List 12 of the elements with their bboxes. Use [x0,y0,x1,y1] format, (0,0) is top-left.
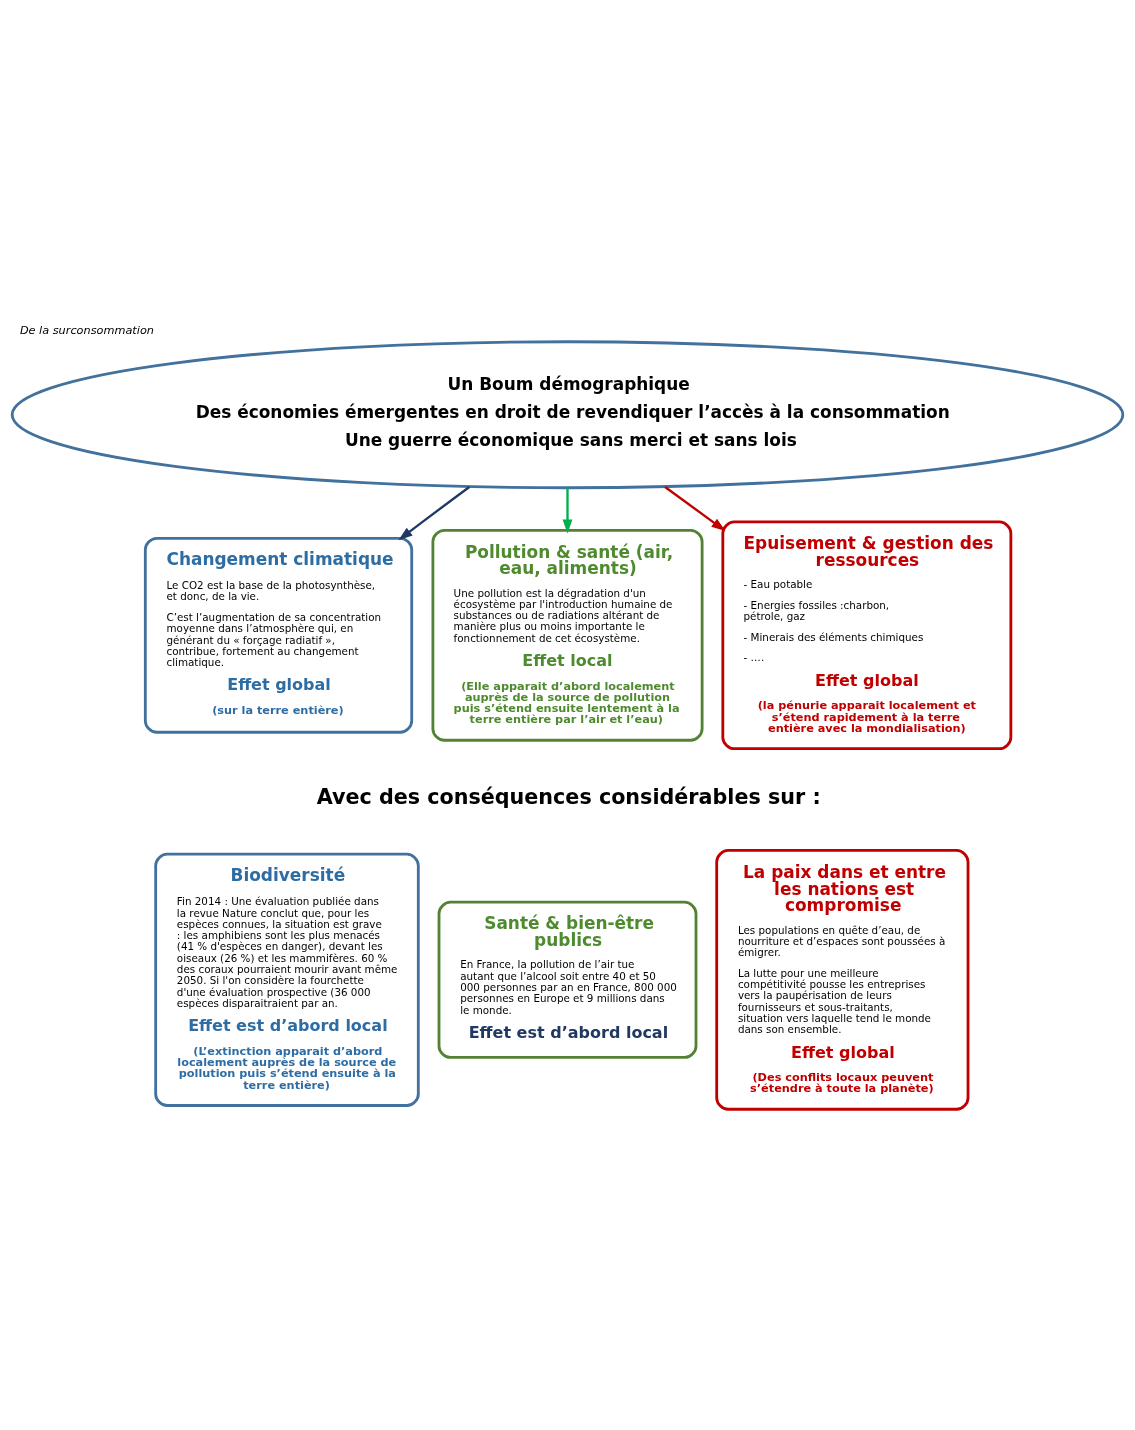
arrow [562,487,573,534]
node-box: Santé & bien-être publics En France, la pollution de l’air tue autant que l’alcool soit entre 40 et 50 000 personnes par an en France, 800 000 personnes en Europe et 9 millions dans le monde. Effet est d’abord local [437,900,698,1059]
node-box: La paix dans et entre les nations est compromise Les populations en quête d’eau, de nourriture et d’espaces sont poussées à émigrer. La lutte pour une meilleure compétitivité pousse les entreprises vers la paupérisation de leurs fournisseurs et sous-traitants, situation vers laquelle tend le monde dans son ensemble. Effet global (Des conflits locaux peuvent s’étendre à toute la planète) [715,848,970,1111]
diagram-title: De la surconsommation [19,323,154,337]
node-box: Changement climatique Le CO2 est la base de la photosynthèse, et donc, de la vie. C’est l’augmentation de sa concentration moyenne dans l’atmosphère qui, en générant du « forçage radiatif », contribue, fortement au changement climatique. Effet global (sur la terre entière) [143,536,414,734]
node-box: Biodiversité Fin 2014 : Une évaluation publiée dans la revue Nature conclut que, pour les espèces connues, la situation est grave : les amphibiens sont les plus menacés (41 % d'espèces en danger), devant les oiseaux (26 %) et les mammifères. 60 % des coraux pourraient mourir avant même 2050. Si l'on considère la fourchette d'une évaluation prospective (36 000 espèces disparaitraient par an. Effet est d’abord local (L’extinction apparait d’abord localement auprès de la source de pollution puis s’étend ensuite à la terre entière) [154,852,420,1107]
node-box: Epuisement & gestion des ressources - Eau potable - Energies fossiles :charbon, pétrole, gaz - Minerais des éléments chimiques - …. Effet global (la pénurie apparait localement et s’étend rapidement à la terre entière avec la mondialisation) [721,519,1013,750]
node-ellipse: Un Boum démographique Des économies émergentes en droit de revendiquer l’accès à la consommation Une guerre économique sans merci et sans lois [10,339,1125,489]
arrow [398,485,471,540]
arrow [664,485,726,531]
node-box: Pollution & santé (air, eau, aliments) Une pollution est la dégradation d'un écosystème par l'introduction humaine de substances ou de radiations altérant de manière plus ou moins importante le fonctionnement de cet écosystème. Effet local (Elle apparait d’abord localement auprès de la source de pollution puis s’étend ensuite lentement à la terre entière par l’air et l’eau) [431,528,704,742]
label: Avec des conséquences considérables sur : [316,784,821,809]
